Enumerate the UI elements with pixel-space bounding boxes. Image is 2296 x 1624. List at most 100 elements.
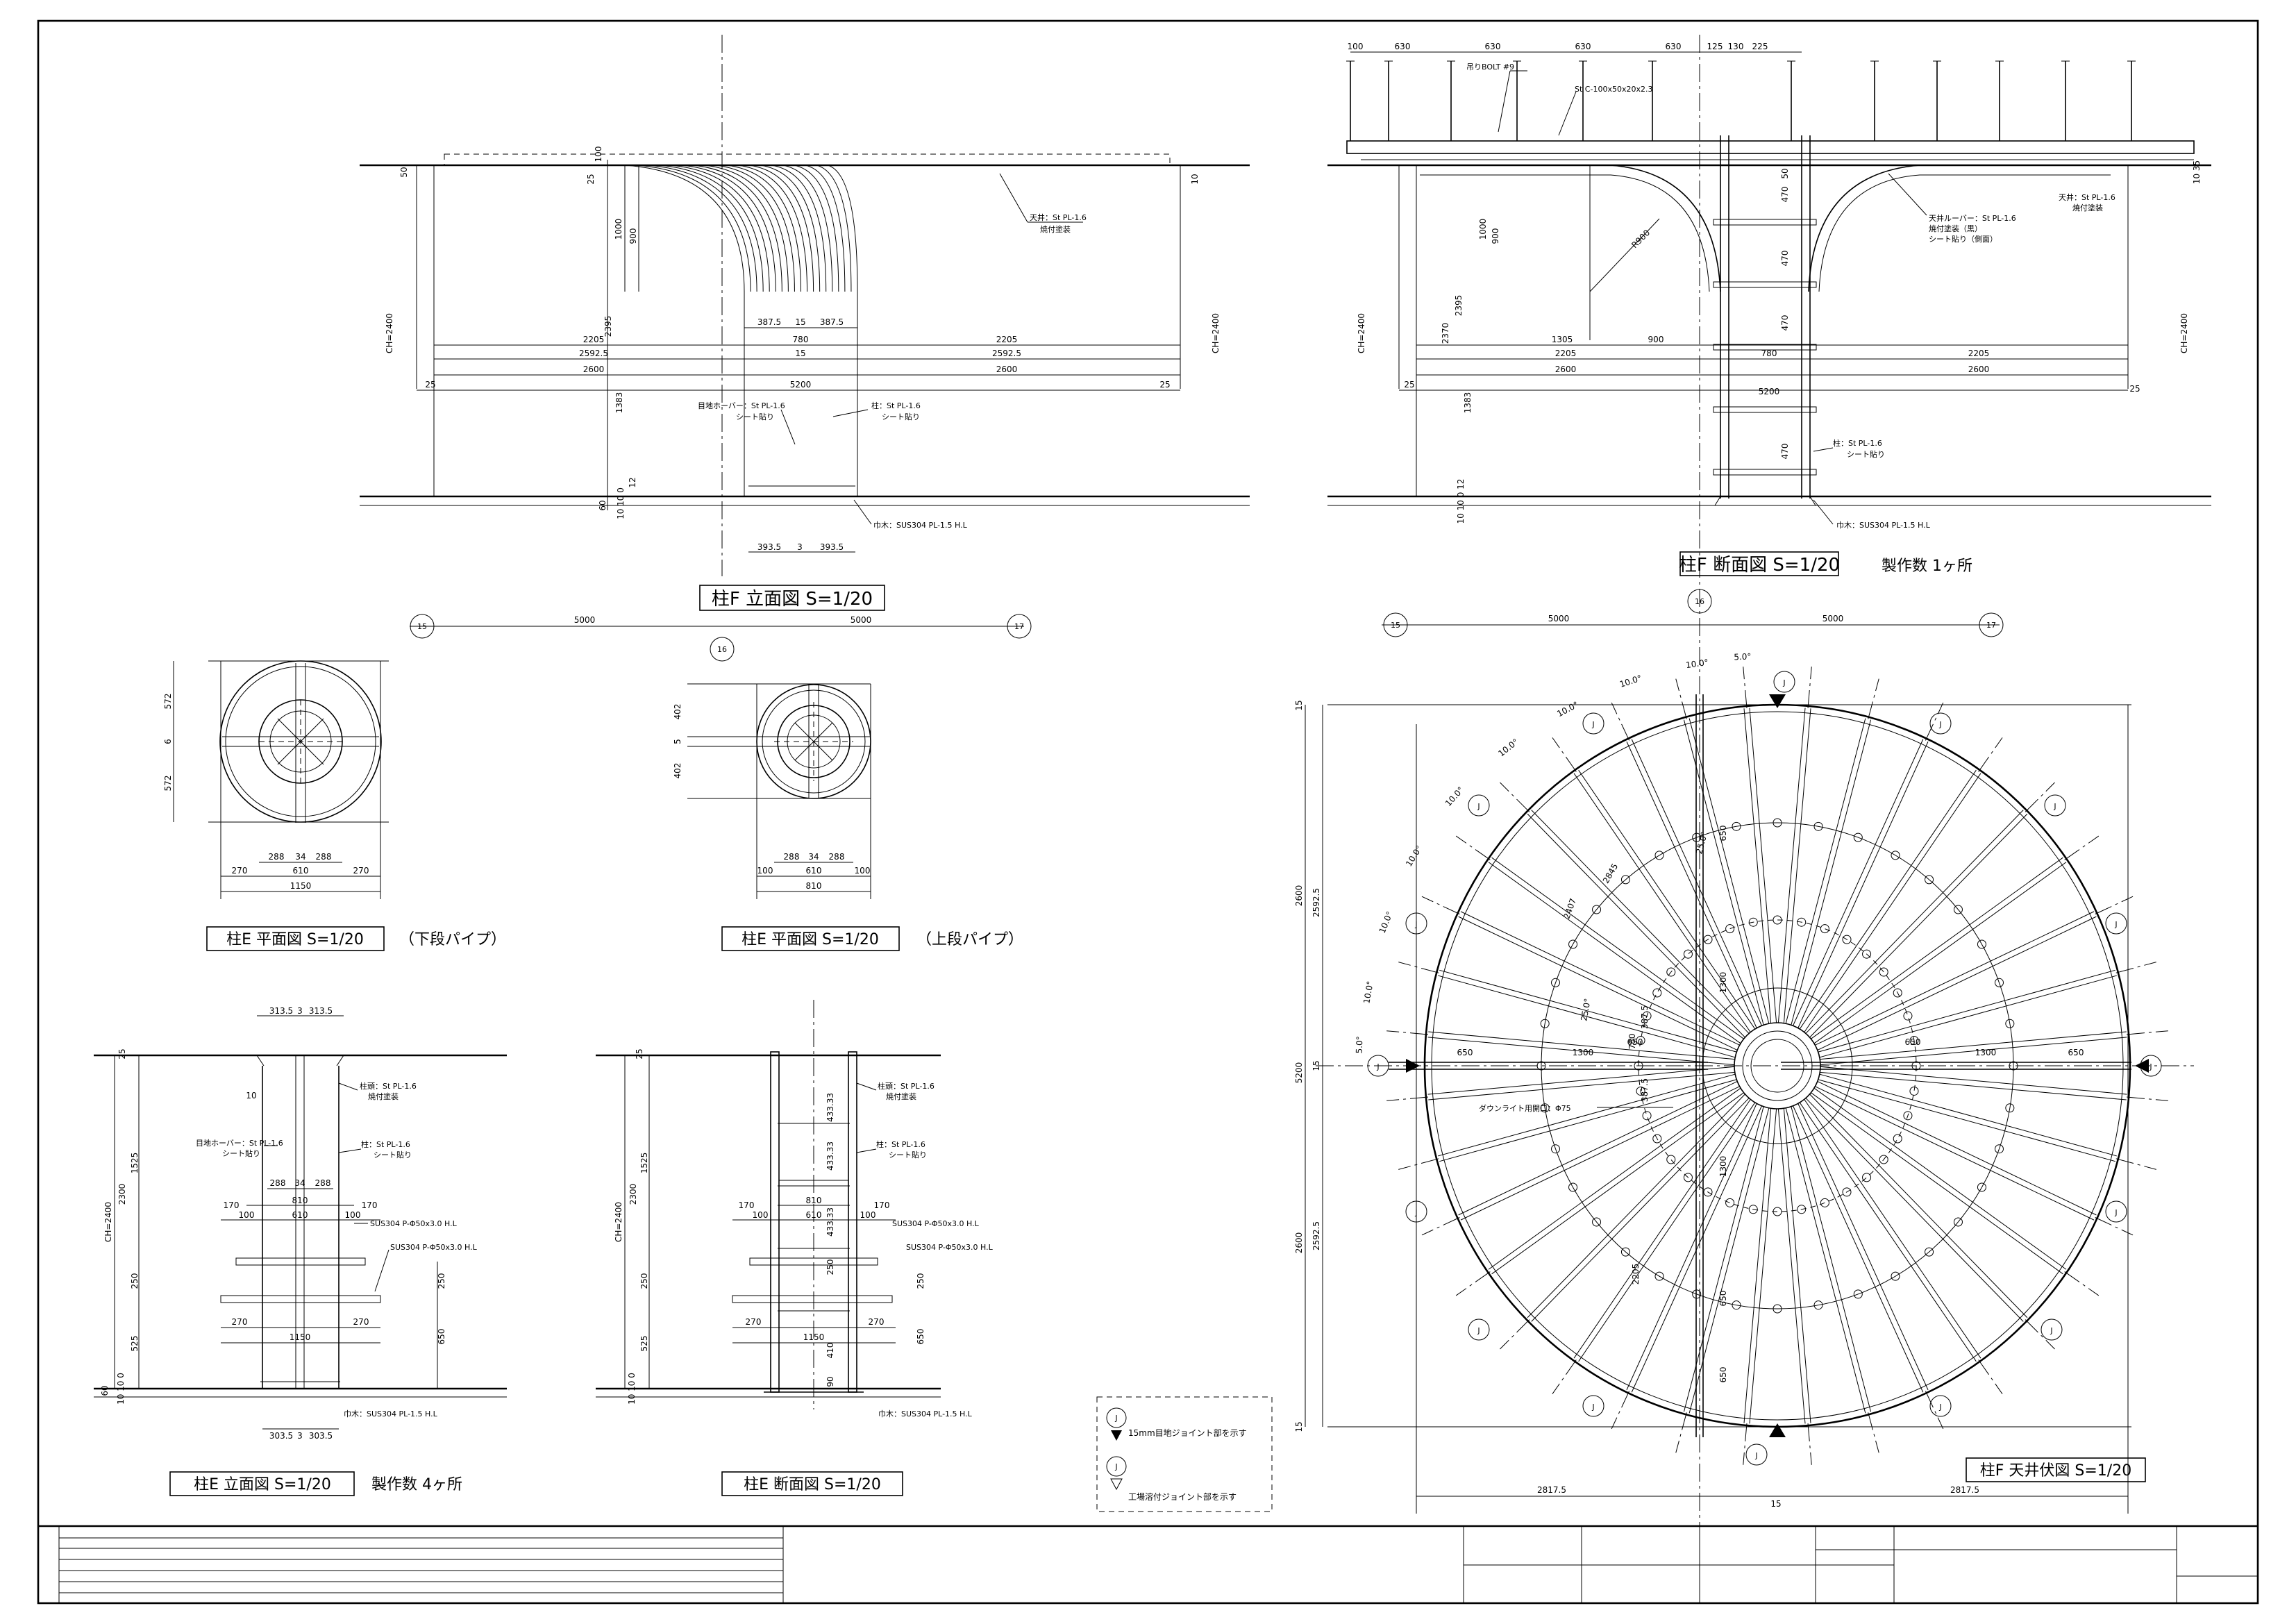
es-dim-170a: 170 bbox=[739, 1200, 755, 1210]
joint-marker-label: J bbox=[1782, 678, 1785, 687]
ee-note-fin: 目地ホーバー：St PL-1.6 bbox=[196, 1139, 283, 1148]
ee-dim-10-0: 10 10 0 bbox=[116, 1373, 126, 1405]
ee-dim-100b: 100 bbox=[345, 1210, 361, 1220]
fs-note-bolt: 吊りBOLT #9 bbox=[1466, 62, 1514, 72]
ee-dim-313a: 313.5 bbox=[269, 1006, 293, 1016]
f-ch2400-r: CH=2400 bbox=[1211, 313, 1221, 353]
es-note-pipe1: SUS304 P-Φ50x3.0 H.L bbox=[892, 1219, 980, 1228]
eup-dim-810: 810 bbox=[806, 881, 822, 891]
f-note-column-sheet: シート貼り bbox=[882, 412, 920, 421]
joint-marker-label: J bbox=[1414, 920, 1417, 929]
fc-dim-25deg-b: 25.0° bbox=[1579, 998, 1592, 1022]
f-dim-25: 25 bbox=[586, 174, 596, 184]
f-dim-12: 12 bbox=[628, 477, 637, 487]
f-dim-100: 100 bbox=[594, 147, 603, 162]
f-dim-1000: 1000 bbox=[614, 219, 623, 240]
joint-marker-label: J bbox=[1754, 1451, 1757, 1460]
fs-note-ceiling: 天井：St PL-1.6 bbox=[2059, 192, 2115, 202]
ee-note-base: 巾木：SUS304 PL-1.5 H.L bbox=[344, 1409, 438, 1418]
eup-dim-610: 610 bbox=[806, 866, 822, 876]
fc-dim-650e: 650 bbox=[1718, 826, 1728, 842]
es-dim-610: 610 bbox=[806, 1210, 822, 1220]
ee-dim-1150: 1150 bbox=[290, 1332, 311, 1342]
f-dim-60: 60 bbox=[598, 500, 607, 510]
f-dim-2205-l: 2205 bbox=[583, 335, 605, 344]
column-e-plan-upper: 402 5 402 288 34 288 100 610 100 810 柱E … bbox=[673, 683, 1023, 951]
fs-dim-1383: 1383 bbox=[1463, 392, 1473, 414]
fs-dim-1305: 1305 bbox=[1552, 335, 1573, 344]
ee-dim-3: 3 bbox=[297, 1006, 303, 1016]
eup-dim-402a: 402 bbox=[673, 704, 682, 720]
grid-row-left: 15 16 17 5000 5000 bbox=[410, 614, 1032, 662]
grid-span-right-a: 5000 bbox=[1548, 614, 1570, 623]
fs-dim-2205-r: 2205 bbox=[1968, 349, 1990, 358]
elp-dim-270b: 270 bbox=[353, 866, 369, 876]
es-dim-100b: 100 bbox=[860, 1210, 876, 1220]
fc-dim-650d: 650 bbox=[1905, 1037, 1921, 1047]
e-plan-up-note: （上段パイプ） bbox=[916, 931, 1023, 948]
fs-dim-630d: 630 bbox=[1666, 42, 1682, 51]
fs-dim-100: 100 bbox=[1348, 42, 1364, 51]
f-note-fin: 目地ホーバー：St PL-1.6 bbox=[698, 401, 785, 410]
joint-marker-label: J bbox=[1938, 720, 1941, 729]
joint-marker-label: J bbox=[1477, 1326, 1480, 1335]
fs-dim-25-l: 25 bbox=[1404, 380, 1414, 390]
f-note-ceiling-finish: 焼付塗装 bbox=[1040, 224, 1071, 234]
ee-dim-650: 650 bbox=[437, 1329, 446, 1345]
joint-marker-label: J bbox=[2050, 1326, 2052, 1335]
ee-dim-250: 250 bbox=[130, 1273, 140, 1289]
ee-note-capital-finish: 焼付塗装 bbox=[368, 1091, 399, 1101]
grid-span-left-b: 5000 bbox=[850, 615, 872, 625]
es-dim-250r: 250 bbox=[916, 1273, 925, 1289]
f-dim-15b: 15 bbox=[795, 349, 805, 358]
elp-dim-610: 610 bbox=[293, 866, 309, 876]
f-dim-2592-l: 2592.5 bbox=[579, 349, 608, 358]
legend-shop: 工場溶付ジョイント部を示す bbox=[1128, 1491, 1237, 1502]
es-note-pipe2: SUS304 P-Φ50x3.0 H.L bbox=[906, 1243, 994, 1252]
fs-note-channel: St C-100x50x20x2.3 bbox=[1575, 85, 1652, 94]
fc-dim-2845: 2845 bbox=[1601, 862, 1620, 885]
column-f-ceiling-plan: 2600 2592.5 5200 2600 2592.5 15 15 15 28… bbox=[1294, 652, 2194, 1514]
e-plan-low-note: （下段パイプ） bbox=[399, 931, 506, 948]
fs-dim-2205-l: 2205 bbox=[1555, 349, 1577, 358]
f-note-fin-sheet: シート貼り bbox=[736, 412, 774, 421]
ee-dim-100a: 100 bbox=[239, 1210, 255, 1220]
ee-dim-303a: 303.5 bbox=[269, 1431, 293, 1441]
es-dim-410: 410 bbox=[826, 1343, 835, 1359]
grid-15-right: 15 bbox=[1391, 621, 1400, 630]
fs-dim-225: 225 bbox=[1752, 42, 1768, 51]
fs-dim-470d: 470 bbox=[1780, 444, 1790, 460]
grid-row-right: 15 16 17 5000 5000 bbox=[1382, 589, 2004, 637]
f-note-ceiling: 天井：St PL-1.6 bbox=[1030, 212, 1087, 222]
ee-dim-170a: 170 bbox=[224, 1200, 240, 1210]
joint-marker-label: J bbox=[2114, 1208, 2117, 1217]
grid-16-left: 16 bbox=[717, 645, 727, 654]
f-dim-10-r: 10 bbox=[1190, 174, 1200, 184]
f-elev-title: 柱F 立面図 S=1/20 bbox=[712, 589, 873, 610]
legend-j1: J bbox=[1114, 1414, 1117, 1423]
legend-box: J 15mm目地ジョイント部を示す J 工場溶付ジョイント部を示す bbox=[1096, 1396, 1273, 1512]
es-dim-270b: 270 bbox=[869, 1317, 885, 1327]
elp-dim-572b: 572 bbox=[163, 776, 173, 792]
es-note-capital-finish: 焼付塗装 bbox=[886, 1091, 916, 1101]
f-dim-393-l: 393.5 bbox=[757, 542, 781, 552]
fs-dim-25-r: 25 bbox=[2129, 384, 2140, 394]
es-dim-433c: 433.33 bbox=[826, 1207, 835, 1237]
fs-dim-630c: 630 bbox=[1575, 42, 1591, 51]
f-dim-2600-l: 2600 bbox=[583, 365, 605, 374]
grid-15-left: 15 bbox=[417, 622, 427, 631]
joint-marker-label: J bbox=[1591, 1403, 1594, 1412]
fc-dim-15d: 15 bbox=[1770, 1499, 1781, 1509]
elp-dim-270a: 270 bbox=[232, 866, 248, 876]
es-dim-1525: 1525 bbox=[639, 1153, 649, 1174]
fc-dim-2600b: 2600 bbox=[1294, 1232, 1304, 1254]
fc-dim-1300d: 1300 bbox=[1718, 1156, 1728, 1178]
fc-dim-650a: 650 bbox=[1457, 1048, 1473, 1057]
fc-dim-650b: 650 bbox=[2068, 1048, 2084, 1057]
fc-dim-2817b: 2817.5 bbox=[1950, 1485, 1979, 1495]
grid-span-right-b: 5000 bbox=[1822, 614, 1844, 623]
f-ceil-title: 柱F 天井伏図 S=1/20 bbox=[1980, 1462, 2131, 1480]
fc-dim-15a: 15 bbox=[1294, 700, 1304, 710]
f-dim-50: 50 bbox=[399, 167, 409, 177]
